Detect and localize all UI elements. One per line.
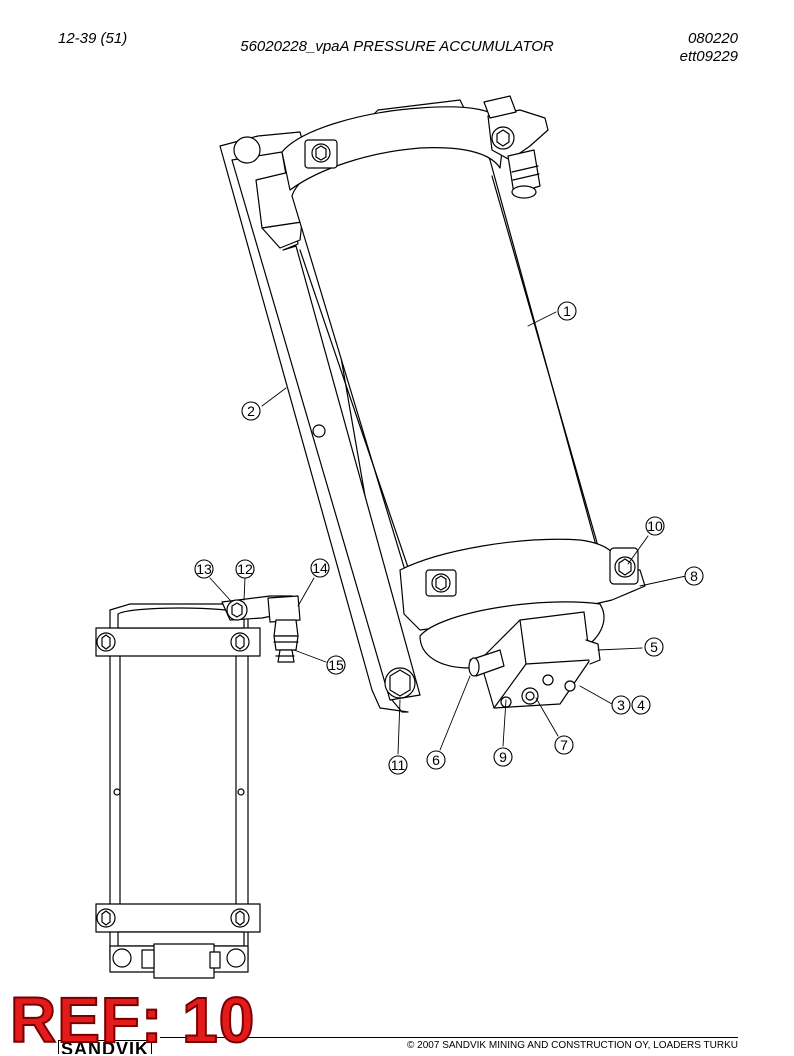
callout-3: 3	[611, 695, 631, 715]
leader-lines	[261, 311, 687, 755]
callout-12-label: 12	[237, 561, 253, 577]
mounting-plate	[219, 131, 421, 713]
callout-14: 14	[310, 558, 330, 578]
callout-1-label: 1	[563, 303, 571, 319]
callout-10-label: 10	[647, 518, 663, 534]
callout-6: 6	[426, 750, 446, 770]
top-fitting	[507, 149, 541, 199]
callout-10: 10	[645, 516, 665, 536]
callout-4: 4	[631, 695, 651, 715]
callout-5-label: 5	[650, 639, 658, 655]
callout-2-label: 2	[247, 403, 255, 419]
ref-stamp: REF: 10	[9, 983, 256, 1056]
date-code: 080220	[687, 30, 738, 47]
callout-9: 9	[493, 747, 513, 767]
callout-5: 5	[644, 637, 664, 657]
bottom-clamp	[399, 538, 646, 631]
callout-14-label: 14	[312, 560, 328, 576]
document-title: 56020228_vpaA PRESSURE ACCUMULATOR	[240, 38, 554, 55]
callout-12: 12	[235, 559, 255, 579]
callout-3-label: 3	[617, 697, 625, 713]
callout-1: 1	[557, 301, 577, 321]
callout-6-label: 6	[432, 752, 440, 768]
callout-11-label: 11	[391, 757, 406, 773]
valve-block	[419, 601, 605, 709]
callout-13: 13	[194, 559, 214, 579]
callout-9-label: 9	[499, 749, 507, 765]
drawing-code: ett09229	[679, 48, 738, 65]
header-codes: 080220 ett09229	[680, 30, 738, 66]
top-clamp	[281, 95, 549, 191]
callout-7-label: 7	[560, 737, 568, 753]
callout-11: 11	[388, 755, 408, 775]
callout-15-label: 15	[328, 657, 344, 673]
copyright-notice: © 2007 SANDVIK MINING AND CONSTRUCTION O…	[407, 1040, 738, 1051]
side-view-leaders	[209, 577, 327, 663]
callout-15: 15	[326, 655, 346, 675]
callout-7: 7	[554, 735, 574, 755]
side-view-bracket	[221, 595, 301, 663]
callout-8: 8	[684, 566, 704, 586]
callout-4-label: 4	[637, 697, 645, 713]
page-number: 12-39 (51)	[58, 30, 128, 47]
side-view-accumulator	[95, 603, 261, 979]
callout-2: 2	[241, 401, 261, 421]
callout-8-label: 8	[690, 568, 698, 584]
brand-logo: SANDVIK	[58, 1040, 153, 1054]
footer-divider	[160, 1037, 738, 1038]
callout-13-label: 13	[196, 561, 212, 577]
